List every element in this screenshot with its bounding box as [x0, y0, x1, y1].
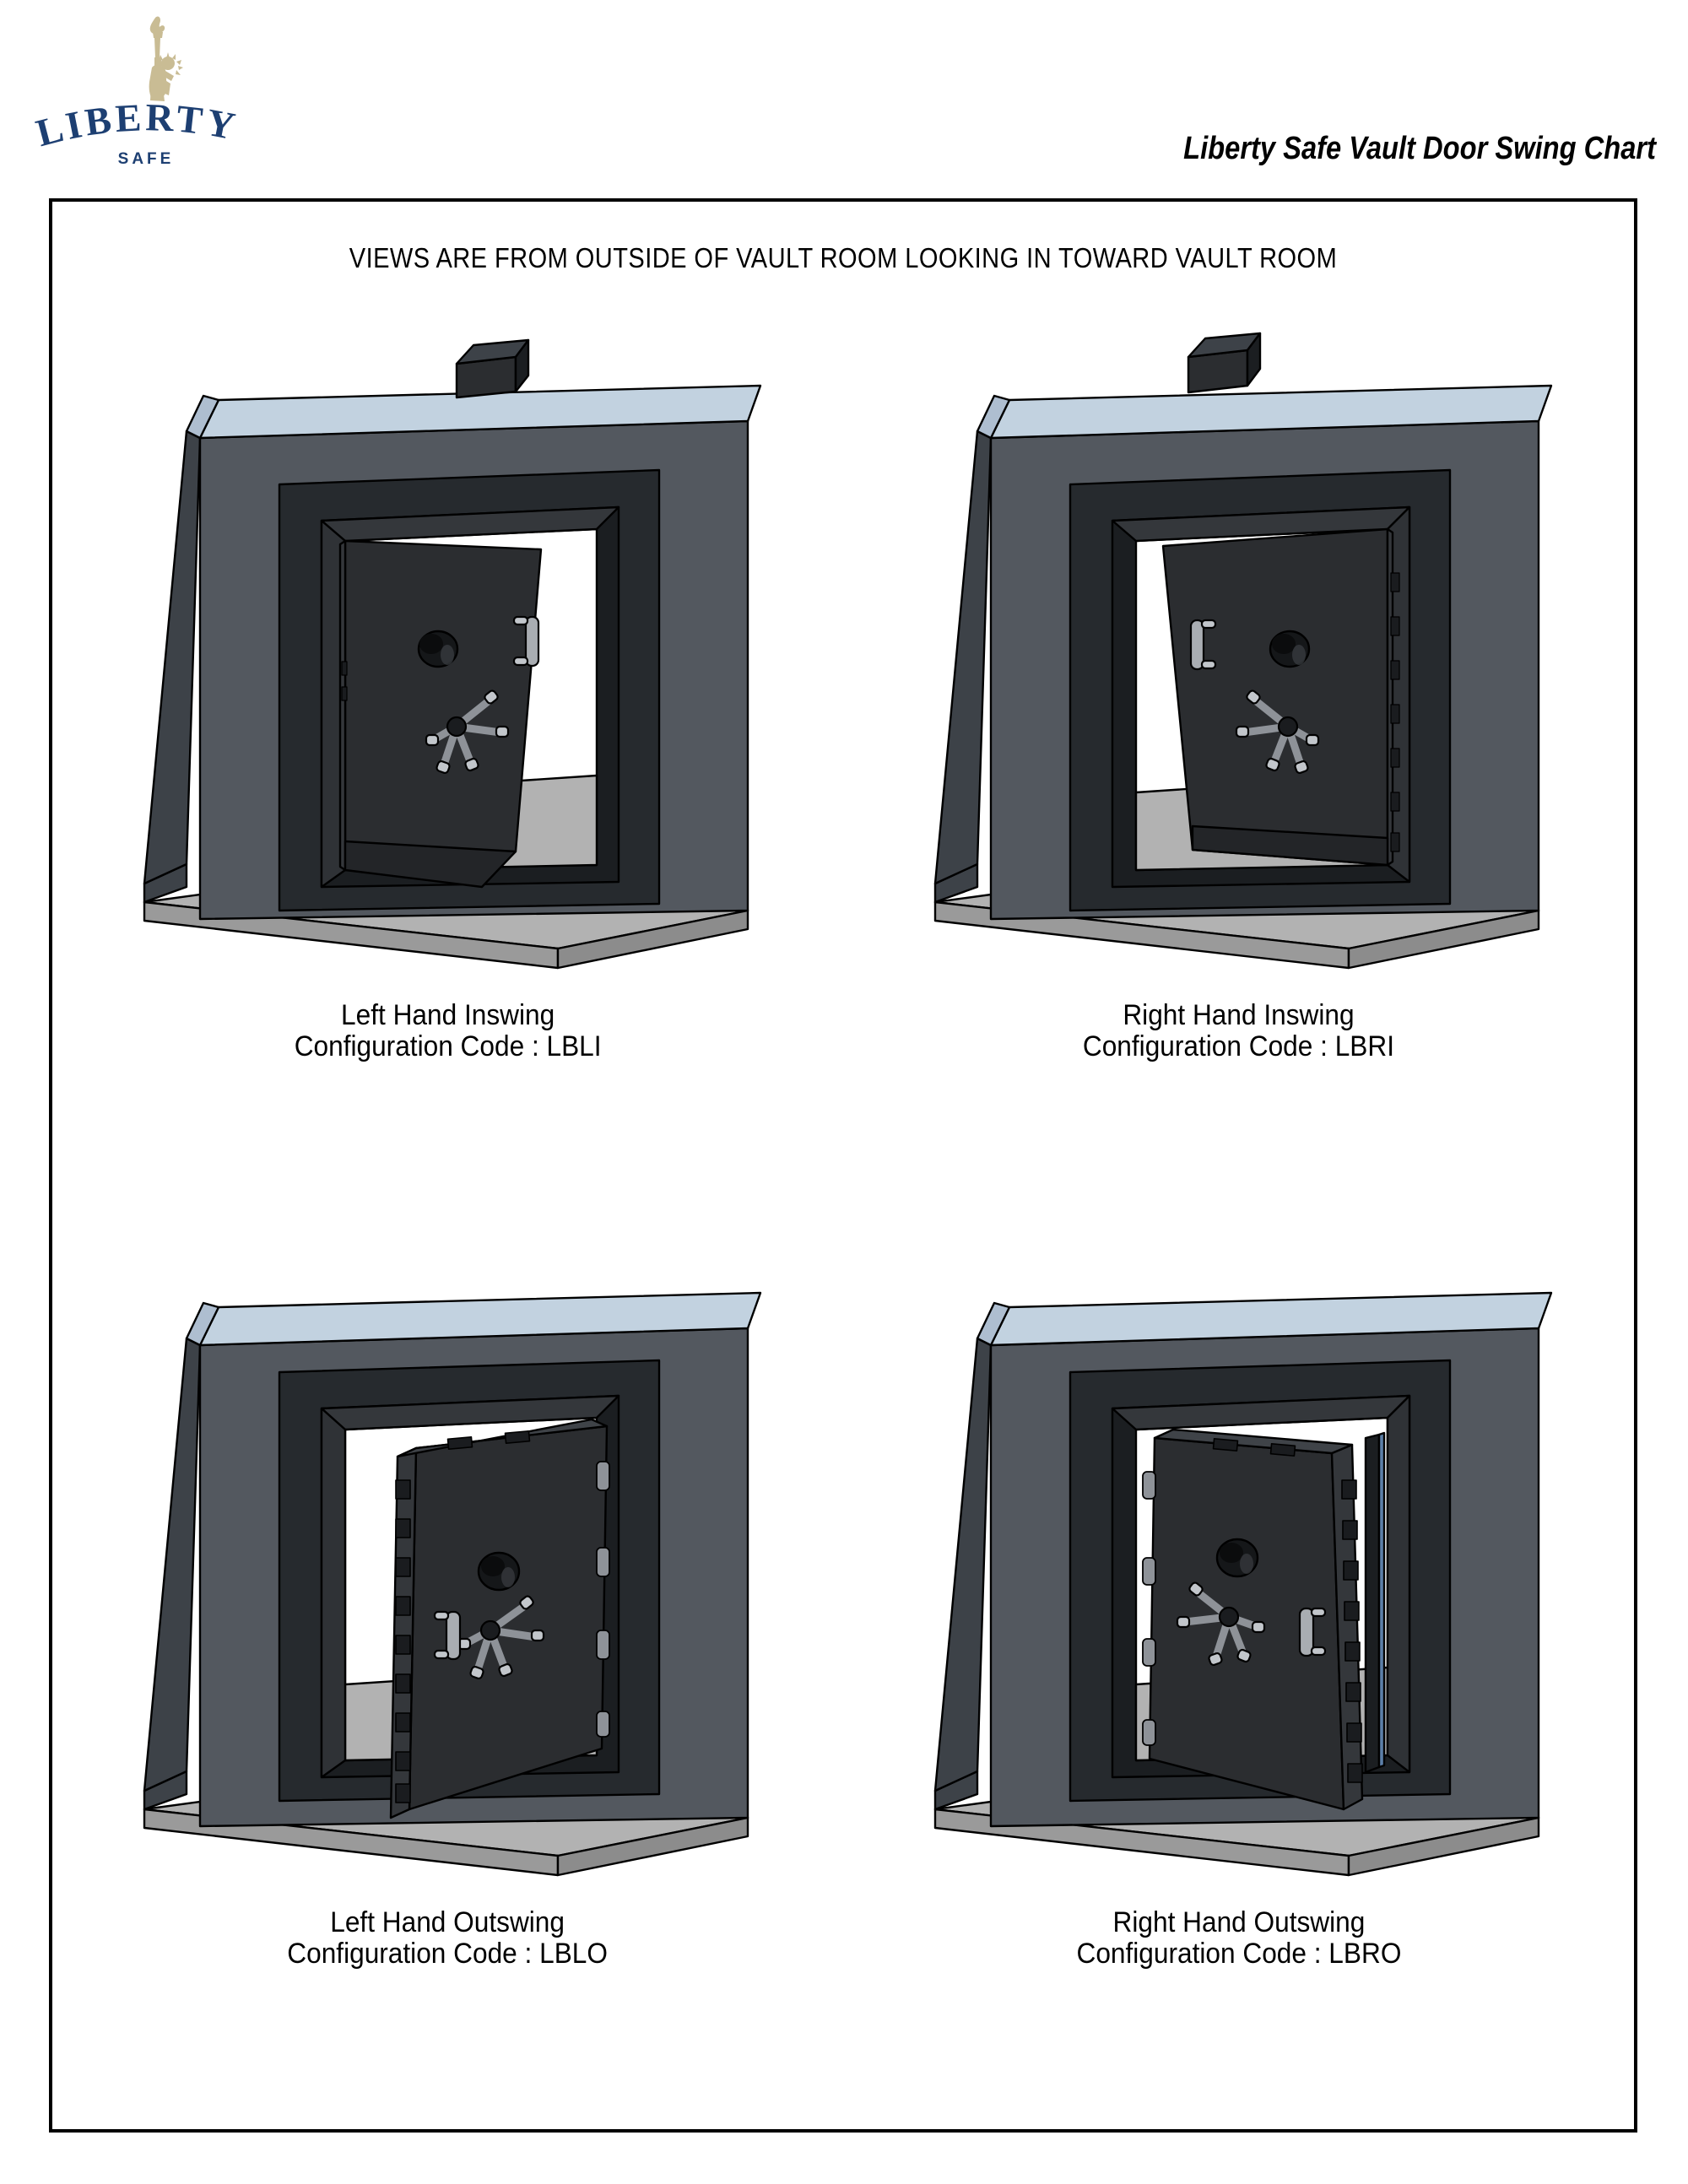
caption-right-hand-inswing: Right Hand Inswing Configuration Code : …	[1083, 1000, 1394, 1062]
views-note: VIEWS ARE FROM OUTSIDE OF VAULT ROOM LOO…	[349, 242, 1338, 273]
panel-right-hand-inswing: Right Hand Inswing Configuration Code : …	[843, 311, 1634, 1219]
vault-door-illustration-lblo	[119, 1227, 777, 1902]
statue-of-liberty-icon	[127, 15, 194, 110]
caption-code: Configuration Code : LBLI	[294, 1030, 602, 1062]
panel-left-hand-outswing: Left Hand Outswing Configuration Code : …	[52, 1219, 843, 2126]
vault-door-illustration-lbli	[119, 320, 777, 995]
caption-code: Configuration Code : LBRI	[1082, 1030, 1395, 1062]
svg-text:LIBERTY: LIBERTY	[32, 103, 241, 154]
caption-title: Right Hand Inswing	[1123, 999, 1355, 1031]
caption-title: Left Hand Inswing	[340, 999, 555, 1031]
pull-handle-icon	[1298, 1607, 1326, 1657]
logo-subtext: SAFE	[117, 150, 175, 168]
dial-icon	[1215, 1538, 1258, 1578]
caption-left-hand-outswing: Left Hand Outswing Configuration Code : …	[288, 1907, 609, 1969]
liberty-safe-logo: LIBERTY SAFE	[32, 15, 260, 180]
dial-icon	[1269, 630, 1310, 668]
spoke-handle-icon	[1176, 1581, 1265, 1667]
caption-code: Configuration Code : LBLO	[287, 1937, 609, 1970]
pull-handle-icon	[1189, 619, 1216, 671]
vault-door-illustration-lbri	[910, 320, 1568, 995]
bolt-work-icon	[394, 1479, 411, 1803]
spoke-handle-icon	[1235, 689, 1319, 775]
chart-sheet: VIEWS ARE FROM OUTSIDE OF VAULT ROOM LOO…	[49, 198, 1637, 2133]
caption-title: Right Hand Outswing	[1112, 1906, 1365, 1938]
spoke-handle-icon	[425, 689, 509, 775]
dial-icon	[477, 1551, 520, 1592]
bolt-work-icon	[1340, 1479, 1363, 1783]
caption-left-hand-inswing: Left Hand Inswing Configuration Code : L…	[295, 1000, 602, 1062]
panel-right-hand-outswing: Right Hand Outswing Configuration Code :…	[843, 1219, 1634, 2126]
page-header: LIBERTY SAFE Liberty Safe Vault Door Swi…	[0, 0, 1688, 198]
caption-code: Configuration Code : LBRO	[1076, 1937, 1401, 1970]
caption-title: Left Hand Outswing	[330, 1906, 565, 1938]
page-title: Liberty Safe Vault Door Swing Chart	[1183, 131, 1656, 166]
logo-wordmark-text: LIBERTY	[32, 95, 239, 154]
panel-left-hand-inswing: Left Hand Inswing Configuration Code : L…	[52, 311, 843, 1219]
vault-door-illustration-lbro	[910, 1227, 1568, 1902]
logo-wordmark: LIBERTY	[32, 95, 260, 154]
spoke-handle-icon	[457, 1595, 544, 1680]
pull-handle-icon	[512, 615, 539, 668]
pull-handle-icon	[433, 1610, 461, 1661]
caption-right-hand-outswing: Right Hand Outswing Configuration Code :…	[1076, 1907, 1401, 1969]
vault-door-panel-grid: Left Hand Inswing Configuration Code : L…	[52, 311, 1634, 2126]
dial-icon	[417, 630, 458, 668]
